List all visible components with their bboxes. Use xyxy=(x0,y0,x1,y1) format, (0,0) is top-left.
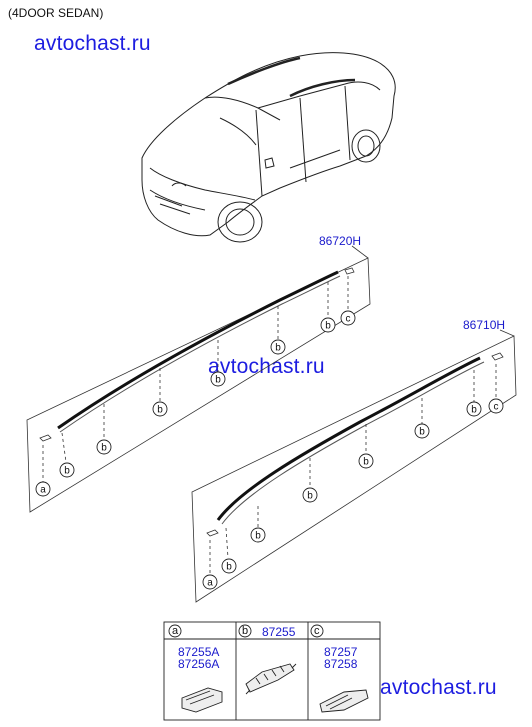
car-illustration xyxy=(141,52,396,243)
callout-b: b xyxy=(210,371,226,387)
callouts-lower: a b b b b b b c xyxy=(202,398,504,590)
svg-text:b: b xyxy=(157,405,163,416)
clip-c-sketch xyxy=(319,689,369,713)
legend-table xyxy=(163,621,381,721)
svg-text:b: b xyxy=(307,491,313,502)
legend-part-87257: 87257 xyxy=(324,645,358,659)
svg-text:b: b xyxy=(363,457,369,468)
callout-b: b xyxy=(152,401,168,417)
callout-b: b xyxy=(320,317,336,333)
callout-a: a xyxy=(35,481,51,497)
callout-b: b xyxy=(302,487,318,503)
svg-text:a: a xyxy=(207,578,213,589)
callout-b: b xyxy=(96,439,112,455)
legend-part-87256a: 87256A xyxy=(178,657,220,671)
part-number-86710h: 86710H xyxy=(463,318,506,332)
svg-text:c: c xyxy=(494,402,499,413)
legend-letter-a: a xyxy=(172,625,179,637)
svg-text:b: b xyxy=(325,321,331,332)
watermark-middle: avtochast.ru xyxy=(208,355,325,378)
assembly-86710h xyxy=(191,329,517,603)
svg-text:b: b xyxy=(226,562,232,573)
svg-text:b: b xyxy=(471,405,477,416)
legend-letter-b: b xyxy=(242,625,249,637)
callout-b: b xyxy=(414,423,430,439)
clip-a-sketch xyxy=(181,687,223,713)
clip-b-sketch xyxy=(245,663,297,695)
callout-c: c xyxy=(488,398,504,414)
svg-text:b: b xyxy=(419,427,425,438)
assembly-86720h xyxy=(26,245,371,513)
callout-b: b xyxy=(59,462,75,478)
watermark-top: avtochast.ru xyxy=(34,32,151,55)
callout-a: a xyxy=(202,574,218,590)
legend-part-87255: 87255 xyxy=(262,625,296,639)
callout-c: c xyxy=(340,310,356,326)
part-number-86720h: 86720H xyxy=(319,234,362,248)
svg-text:b: b xyxy=(275,343,281,354)
legend-part-87258: 87258 xyxy=(324,657,358,671)
svg-text:a: a xyxy=(40,485,46,496)
callout-b: b xyxy=(358,453,374,469)
legend-letter-c: c xyxy=(314,625,320,637)
callout-b: b xyxy=(250,527,266,543)
svg-text:b: b xyxy=(64,466,70,477)
legend-part-87255a: 87255A xyxy=(178,645,220,659)
svg-text:b: b xyxy=(255,531,261,542)
callouts-upper: a b b b b b b c xyxy=(35,310,356,497)
watermark-bottom: avtochast.ru xyxy=(380,676,497,699)
svg-text:b: b xyxy=(101,443,107,454)
callout-b: b xyxy=(466,401,482,417)
svg-text:c: c xyxy=(346,314,351,325)
diagram-title: (4DOOR SEDAN) xyxy=(8,6,104,20)
callout-b: b xyxy=(221,558,237,574)
callout-b: b xyxy=(270,339,286,355)
svg-text:b: b xyxy=(215,375,221,386)
